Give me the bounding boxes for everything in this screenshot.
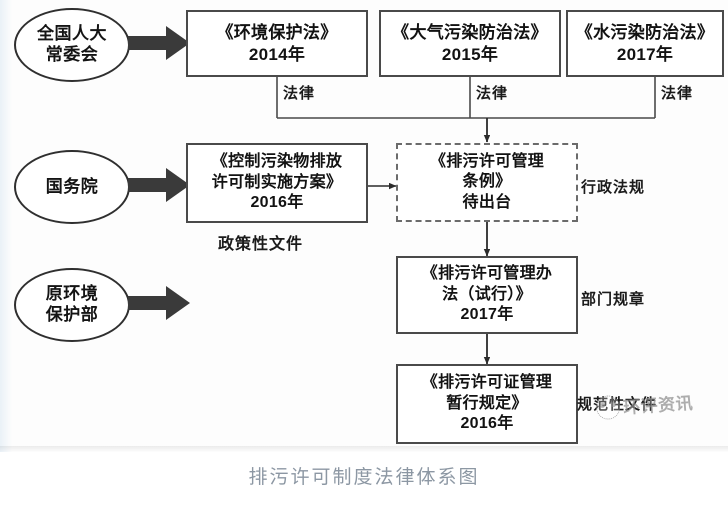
doc-year: 2017年 xyxy=(460,306,514,324)
doc-year: 2017年 xyxy=(616,44,674,64)
actor-label: 全国人大 常委会 xyxy=(37,24,107,64)
doc-title: 《水污染防治法》 xyxy=(575,22,715,42)
tier-label-law-2: 法律 xyxy=(476,86,509,102)
doc-box-text: 《大气污染防治法》 2015年 xyxy=(392,22,548,66)
connector-layer xyxy=(276,77,656,365)
actor-state-council[interactable]: 国务院 xyxy=(14,150,130,224)
doc-year: 2016年 xyxy=(250,194,304,212)
block-arrow-to-pollutant-discharge-permit-plan xyxy=(128,168,190,202)
doc-box-pollutant-discharge-permit-plan[interactable]: 《控制污染物排放 许可制实施方案》 2016年 xyxy=(186,143,368,223)
doc-year: 2014年 xyxy=(248,44,306,64)
figure-caption: 排污许可制度法律体系图 xyxy=(248,467,480,488)
diagram-canvas: 全国人大 常委会 国务院 原环境 保护部 《环境保护法》 2014年 《大气污染… xyxy=(0,0,728,452)
doc-box-text: 《环境保护法》 2014年 xyxy=(216,22,337,66)
doc-box-text: 《排污许可管理 条例》 待出台 xyxy=(430,152,544,213)
doc-title: 《排污许可证管理 暂行规定》 xyxy=(421,374,553,412)
doc-box-discharge-permit-regulation[interactable]: 《排污许可管理 条例》 待出台 xyxy=(396,143,578,222)
block-arrow-from-former-mep xyxy=(128,286,190,320)
actor-former-mep[interactable]: 原环境 保护部 xyxy=(14,268,130,342)
actor-npc-standing-committee[interactable]: 全国人大 常委会 xyxy=(14,8,130,82)
doc-box-text: 《水污染防治法》 2017年 xyxy=(576,22,714,66)
doc-year: 待出台 xyxy=(462,193,512,211)
tier-label-law-3: 法律 xyxy=(661,86,694,102)
doc-title: 《控制污染物排放 许可制实施方案》 xyxy=(211,153,343,191)
doc-box-text: 《排污许可证管理 暂行规定》 2016年 xyxy=(422,373,552,434)
panda-logo-icon xyxy=(595,394,621,420)
scan-edge-tint xyxy=(0,0,12,452)
actor-label: 国务院 xyxy=(45,176,99,196)
tier-label-policy-document: 政策性文件 xyxy=(218,236,304,253)
tier-label-law-1: 法律 xyxy=(283,86,316,102)
doc-title: 《排污许可管理 条例》 xyxy=(429,152,545,191)
doc-title: 《排污许可管理办 法（试行）》 xyxy=(421,265,553,303)
tier-label-departmental-rule: 部门规章 xyxy=(581,292,646,308)
doc-title: 《大气污染防治法》 xyxy=(392,22,548,42)
doc-box-text: 《排污许可管理办 法（试行）》 2017年 xyxy=(422,264,552,325)
doc-box-air-pollution-law[interactable]: 《大气污染防治法》 2015年 xyxy=(379,10,561,77)
doc-box-discharge-permit-measures[interactable]: 《排污许可管理办 法（试行）》 2017年 xyxy=(396,256,578,334)
doc-year: 2015年 xyxy=(441,44,499,64)
doc-box-discharge-permit-interim-rules[interactable]: 《排污许可证管理 暂行规定》 2016年 xyxy=(396,364,578,444)
doc-box-text: 《控制污染物排放 许可制实施方案》 2016年 xyxy=(212,152,342,213)
tier-label-administrative-regulation: 行政法规 xyxy=(581,180,646,196)
doc-year: 2016年 xyxy=(460,415,514,433)
block-arrow-to-environmental-protection-law xyxy=(128,26,190,60)
actor-label: 原环境 保护部 xyxy=(45,284,99,324)
doc-box-water-pollution-law[interactable]: 《水污染防治法》 2017年 xyxy=(566,10,724,77)
watermark-text: 环评资讯 xyxy=(622,393,694,418)
doc-title: 《环境保护法》 xyxy=(216,22,338,42)
doc-box-environmental-protection-law[interactable]: 《环境保护法》 2014年 xyxy=(186,10,368,77)
